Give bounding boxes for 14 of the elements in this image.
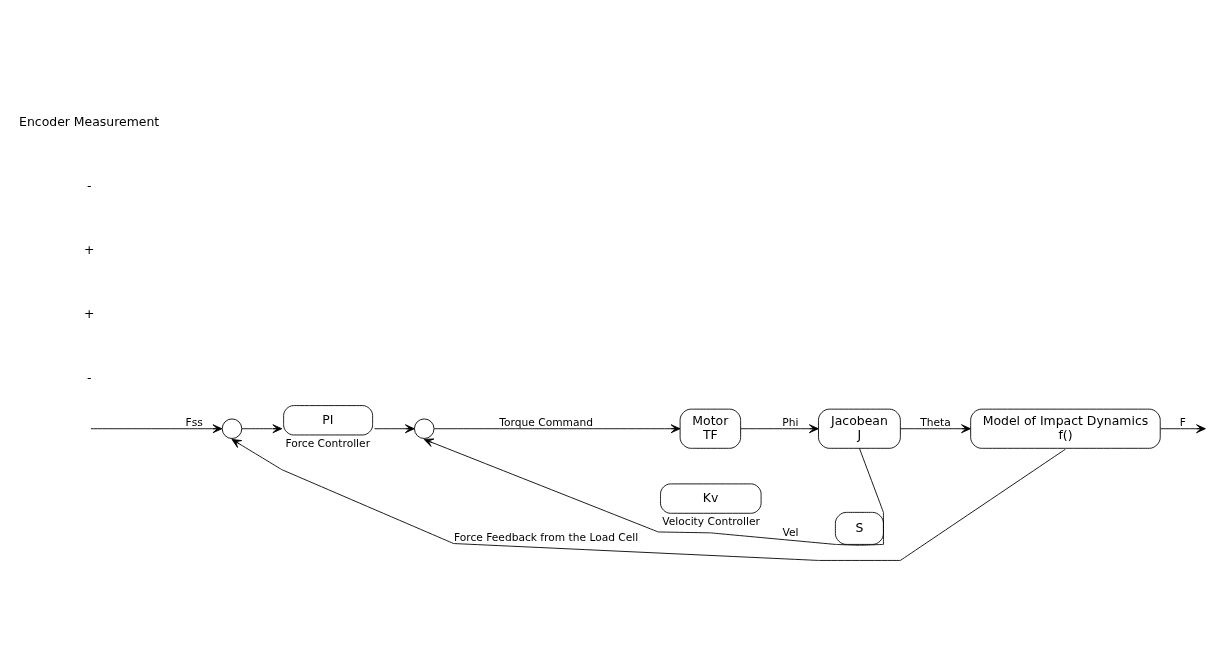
edge-label: Vel	[782, 526, 799, 540]
edge-label: Theta	[920, 415, 951, 429]
label: Encoder Measurement	[19, 113, 160, 129]
node-label: Velocity Controller	[662, 515, 760, 529]
edge-label: Torque Command	[499, 415, 593, 429]
label: -	[86, 177, 92, 193]
edge-label: Force Feedback from the Load Cell	[454, 530, 639, 544]
node-label: Force Controller	[285, 437, 371, 451]
label: +	[83, 242, 95, 258]
edge-label: Fss	[185, 415, 203, 429]
edge-label: F	[1179, 415, 1186, 429]
edge-label: Phi	[782, 415, 799, 429]
label: +	[83, 306, 95, 322]
label: -	[86, 370, 92, 386]
